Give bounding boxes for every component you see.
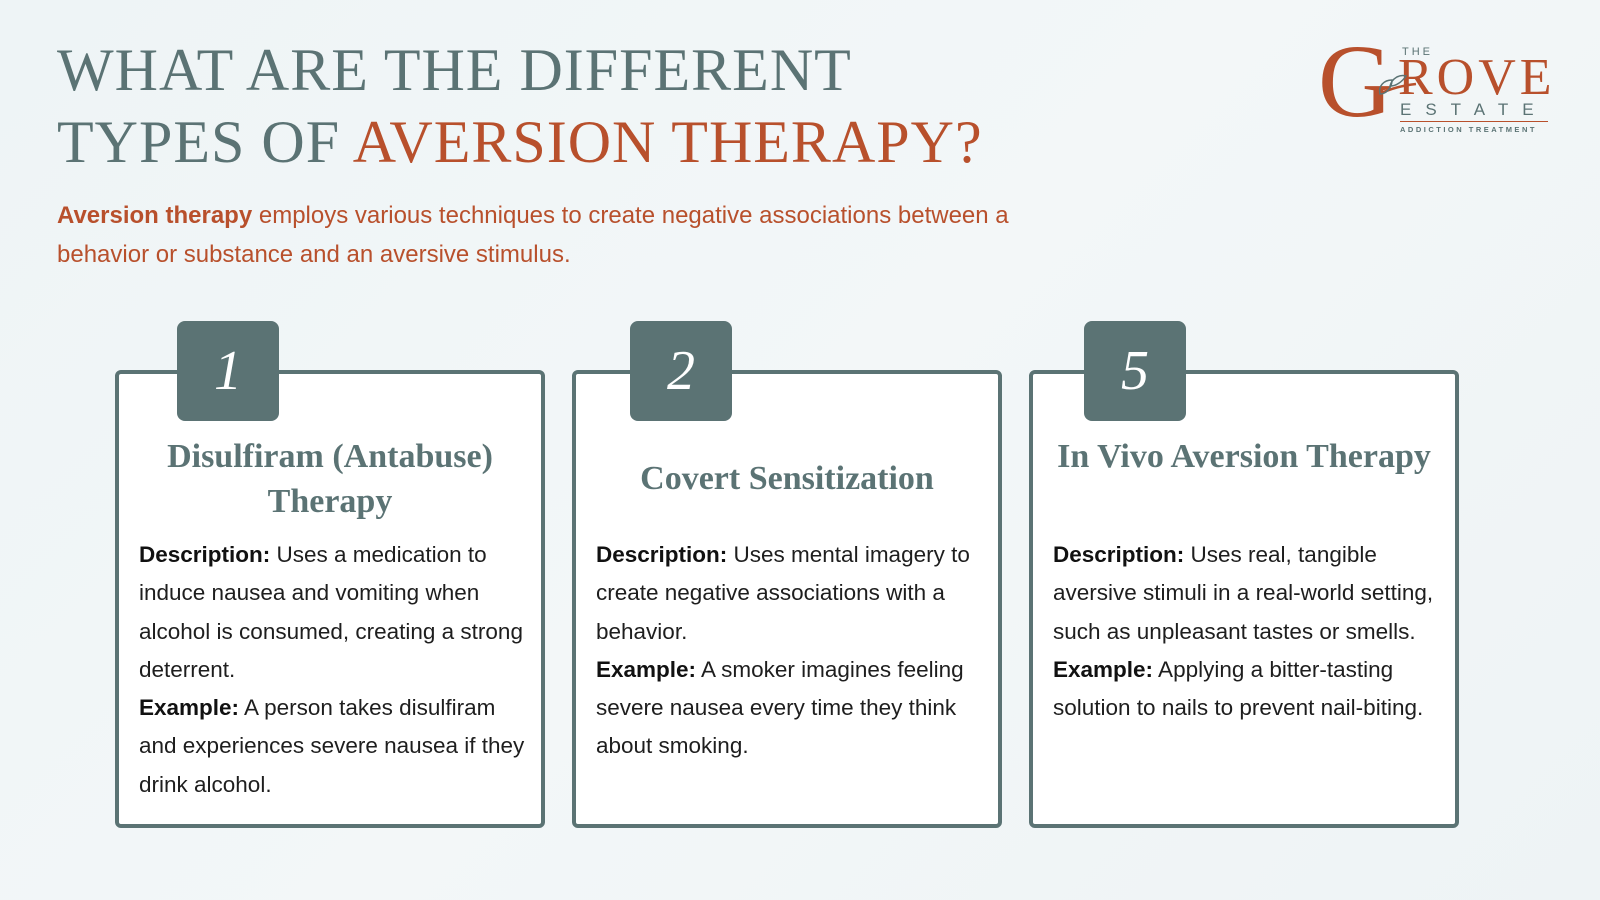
intro-bold: Aversion therapy — [57, 202, 253, 229]
therapy-card-disulfiram: 1 Disulfiram (Antabuse) Therapy Descript… — [115, 321, 545, 828]
example-label: Example: — [139, 695, 240, 721]
intro-text: employs various techniques to create neg… — [57, 202, 1009, 268]
logo-subtitle: ADDICTION TREATMENT — [1400, 125, 1537, 134]
example-text: Applying a bitter-tasting solution to na… — [1053, 656, 1424, 721]
leaf-icon — [1375, 74, 1417, 98]
page-title: WHAT ARE THE DIFFERENT TYPES OF AVERSION… — [57, 34, 983, 178]
card-title: Covert Sensitization — [640, 460, 934, 497]
card-body: Description: Uses mental imagery to crea… — [596, 536, 984, 766]
logo-the: THE — [1402, 46, 1433, 58]
number-badge: 2 — [630, 321, 732, 421]
card-title: In Vivo Aversion Therapy — [1057, 438, 1431, 475]
number-badge: 5 — [1084, 321, 1186, 421]
logo-g: G — [1318, 24, 1394, 139]
example-text: A person takes disulfiram and experience… — [139, 695, 525, 797]
therapy-card-in-vivo: 5 In Vivo Aversion Therapy Description: … — [1029, 321, 1459, 828]
card-title: Disulfiram (Antabuse) Therapy — [167, 438, 493, 520]
therapy-card-covert-sensitization: 2 Covert Sensitization Description: Uses… — [572, 321, 1002, 828]
example-label: Example: — [1053, 656, 1154, 682]
title-accent: AVERSION THERAPY? — [352, 109, 983, 175]
example-label: Example: — [596, 656, 697, 682]
title-line-2-prefix: TYPES OF — [57, 109, 353, 175]
grove-estate-logo: G THE ROVE ESTATE ADDICTION TREATMENT — [1318, 30, 1558, 140]
logo-divider — [1400, 121, 1548, 122]
logo-rove: ROVE — [1398, 49, 1556, 106]
number-badge: 1 — [177, 321, 279, 421]
description-label: Description: — [596, 542, 728, 567]
card-body: Description: Uses real, tangible aversiv… — [1053, 536, 1441, 727]
card-body: Description: Uses a medication to induce… — [139, 536, 527, 804]
description-text: Uses real, tangible aversive stimuli in … — [1053, 542, 1434, 644]
description-label: Description: — [139, 542, 271, 567]
title-line-1: WHAT ARE THE DIFFERENT — [57, 37, 852, 103]
description-text: Uses a medication to induce nausea and v… — [139, 542, 523, 682]
intro-paragraph: Aversion therapy employs various techniq… — [57, 196, 1017, 274]
example-text: A smoker imagines feeling severe nausea … — [596, 656, 964, 759]
description-label: Description: — [1053, 542, 1185, 567]
description-text: Uses mental imagery to create negative a… — [596, 542, 970, 644]
logo-estate: ESTATE — [1400, 100, 1548, 119]
